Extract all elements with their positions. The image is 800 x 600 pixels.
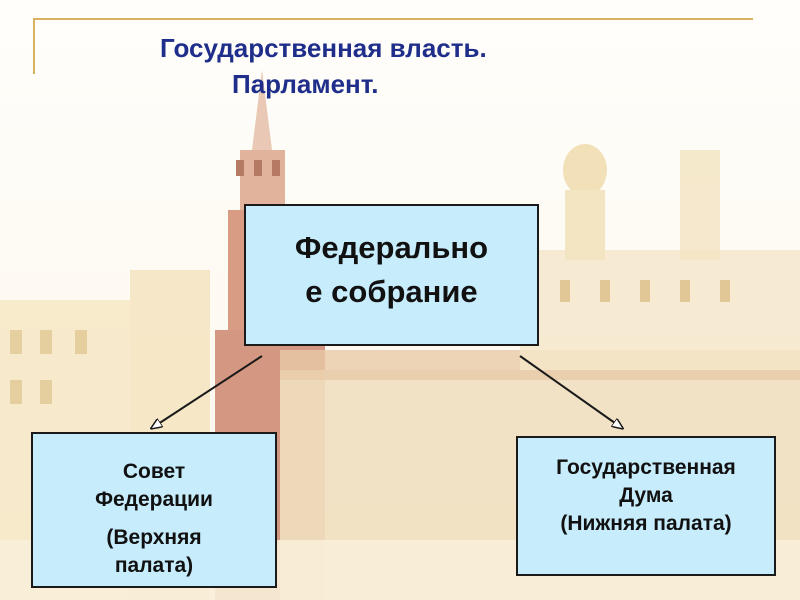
state-duma-label-line-3: (Нижняя палата): [560, 512, 732, 535]
federation-council-label-line-4: палата): [114, 554, 194, 577]
federation-council-label-line-3: (Верхняя: [106, 526, 202, 549]
federal-assembly-node: Федерально е собрание: [244, 204, 539, 346]
federal-assembly-label-line-1: Федерально: [294, 230, 489, 265]
federal-assembly-label-line-2: е собрание: [305, 274, 478, 309]
state-duma-node: Государственная Дума (Нижняя палата): [516, 436, 776, 576]
state-duma-label-line-1: Государственная: [556, 456, 736, 479]
title-line-2: Парламент.: [232, 69, 379, 99]
state-duma-label-line-2: Дума: [619, 484, 673, 507]
arrow-to-state-duma: [519, 355, 622, 428]
federation-council-node: Совет Федерации (Верхняя палата): [31, 432, 277, 588]
arrow-to-federation-council: [152, 355, 263, 428]
header-rule: [33, 18, 753, 20]
federation-council-label-line-1: Совет: [122, 460, 186, 483]
header-rule-vertical: [33, 18, 35, 74]
title-line-1: Государственная власть.: [160, 33, 487, 63]
federation-council-label-line-2: Федерации: [95, 488, 213, 511]
slide-title: Государственная власть. Парламент.: [160, 30, 620, 102]
